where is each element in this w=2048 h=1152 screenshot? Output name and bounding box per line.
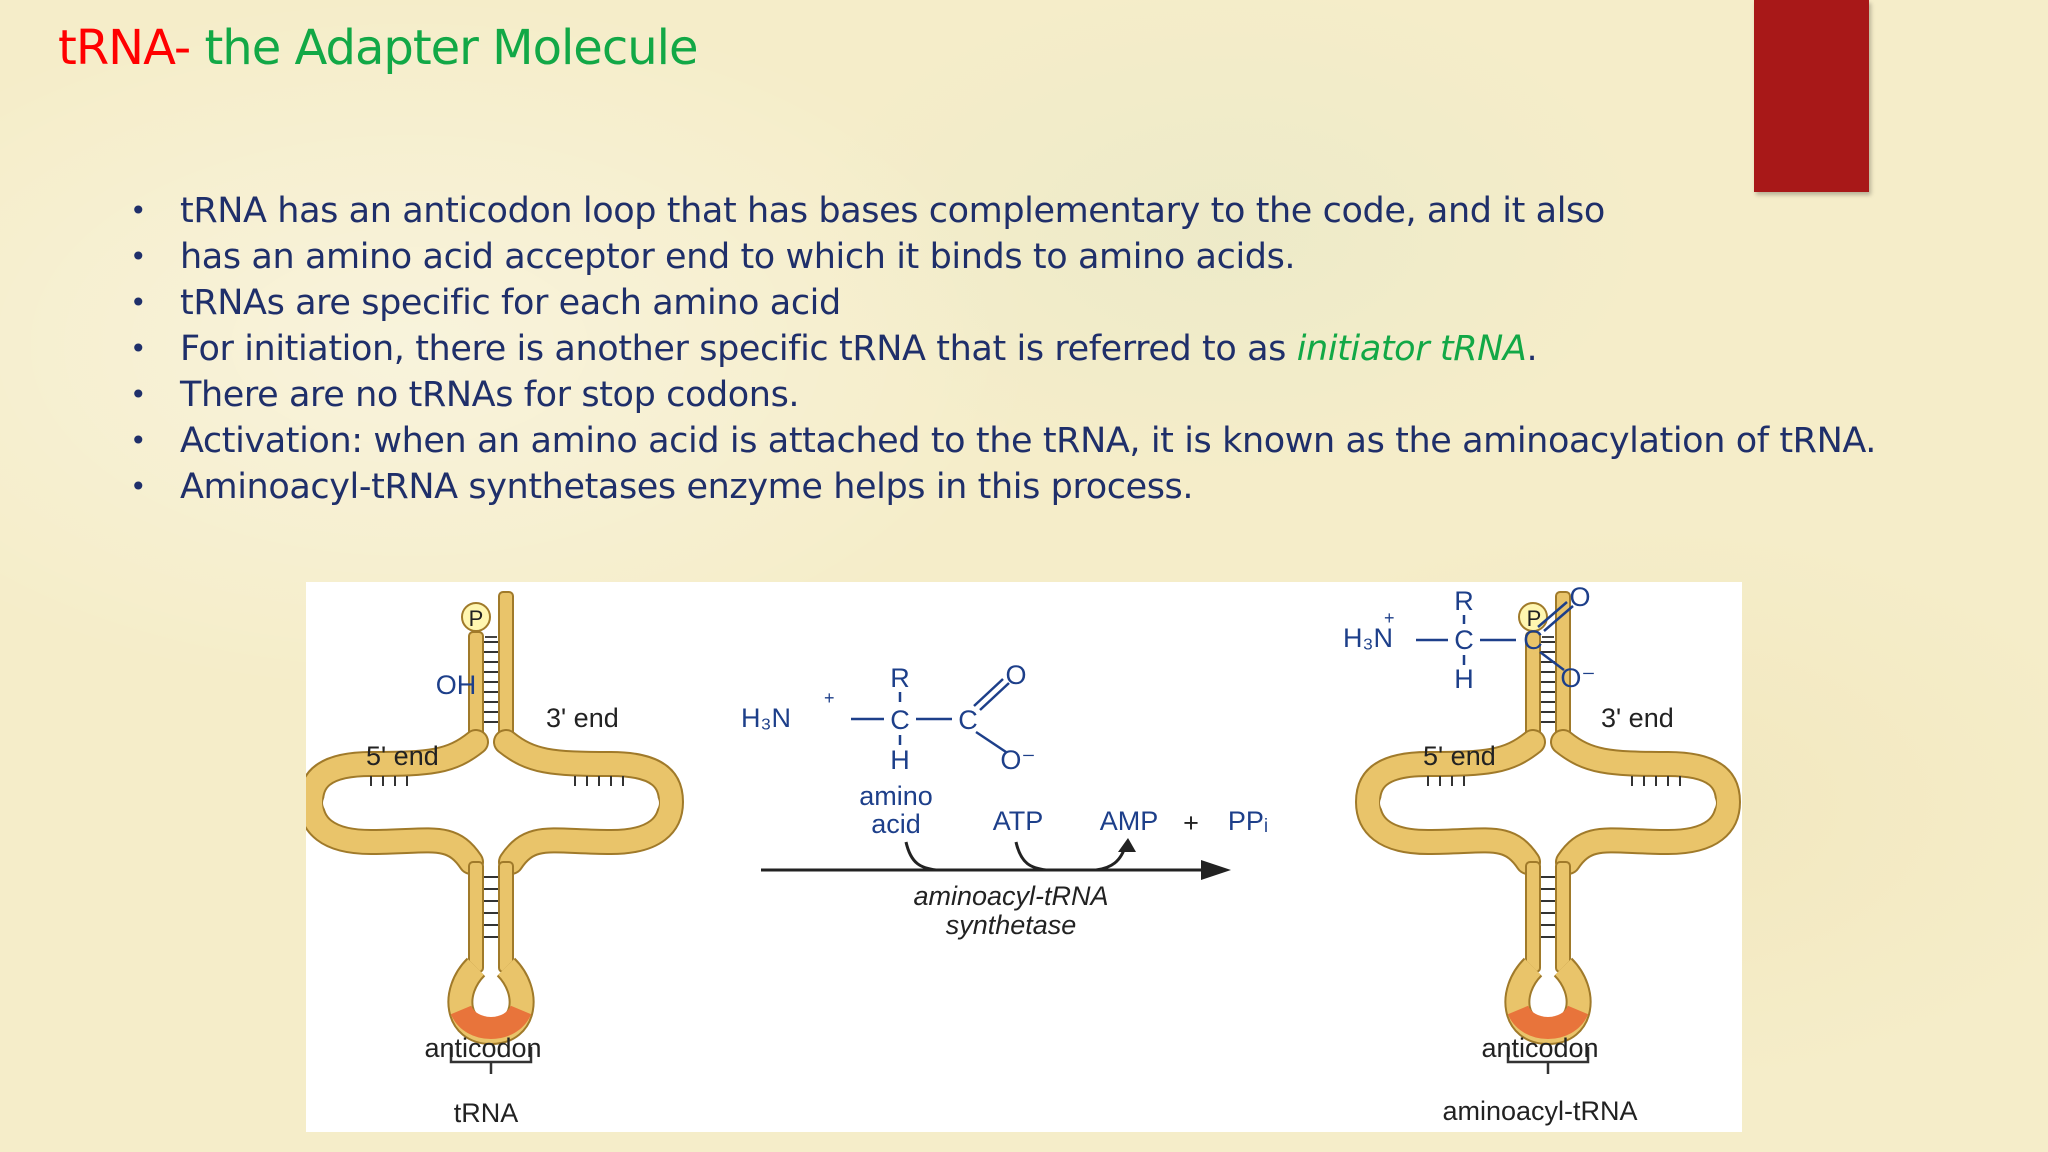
c-carboxyl-right: C [1523, 625, 1543, 655]
enzyme-line2: synthetase [946, 910, 1077, 940]
ppi-label: PPᵢ [1228, 806, 1268, 836]
bullet-text: Aminoacyl-tRNA synthetases enzyme helps … [180, 467, 1194, 507]
bullet-text: tRNAs are specific for each amino acid [180, 283, 841, 323]
initiator-trna-highlight: initiator tRNA [1296, 329, 1527, 369]
slide-title: tRNA- the Adapter Molecule [58, 20, 699, 76]
bullet-dot: • [130, 470, 147, 503]
trna-right [1368, 592, 1728, 1074]
bullet-dot: • [130, 332, 147, 365]
three-end-left: 3' end [546, 703, 619, 733]
bullet-dot: • [130, 286, 147, 319]
bullet-dot: • [130, 194, 147, 227]
bullet-text: There are no tRNAs for stop codons. [180, 375, 800, 415]
attached-amino-acid: H₃N + R C H C O O⁻ [1343, 582, 1596, 694]
enzyme-line1: aminoacyl-tRNA [913, 881, 1108, 911]
aminoacylation-diagram: OH P 3' end 5' end anticodon tRNA H₃N + … [306, 582, 1742, 1128]
aminoacyl-trna-caption: aminoacyl-tRNA [1442, 1096, 1637, 1126]
amp-arrow-head [1118, 838, 1136, 852]
plus-mid: + [824, 688, 835, 708]
p-label-right: P [1527, 606, 1542, 631]
bullet-item: • tRNA has an anticodon loop that has bas… [130, 188, 1876, 234]
r-mid: R [890, 663, 910, 693]
three-end-right: 3' end [1601, 703, 1674, 733]
bullet-item: • Activation: when an amino acid is attac… [130, 418, 1876, 464]
anticodon-right: anticodon [1481, 1033, 1598, 1063]
r-right: R [1454, 586, 1474, 616]
bullet-list: • tRNA has an anticodon loop that has bas… [130, 188, 1876, 510]
h-mid: H [890, 745, 910, 775]
red-tab-decoration [1754, 0, 1869, 192]
title-trna: tRNA- [58, 20, 191, 76]
o-mid: O [1005, 660, 1026, 690]
plus-sign: + [1183, 808, 1199, 838]
bullet-item: • There are no tRNAs for stop codons. [130, 372, 1876, 418]
c-alpha-mid: C [890, 705, 910, 735]
o-minus-mid: O⁻ [1000, 745, 1035, 775]
bullet-item: • tRNAs are specific for each amino acid [130, 280, 1876, 326]
bullet-item: • Aminoacyl-tRNA synthetases enzyme helps… [130, 464, 1876, 510]
reaction-arrow [761, 841, 1206, 872]
acid-label: acid [871, 809, 921, 839]
bullet-dot: • [130, 424, 147, 457]
trna-caption: tRNA [454, 1098, 519, 1128]
o-right: O [1569, 582, 1590, 612]
atp-label: ATP [993, 806, 1044, 836]
amp-label: AMP [1100, 806, 1159, 836]
amino-acid-structure: H₃N + R C H C O O⁻ amino acid ATP AMP + … [741, 660, 1268, 839]
oh-label: OH [436, 670, 477, 700]
c-alpha-right: C [1454, 625, 1474, 655]
amino-label: amino [859, 781, 933, 811]
bullet-item: • has an amino acid acceptor end to whic… [130, 234, 1876, 280]
h3n-mid: H₃N [741, 703, 791, 733]
bullet-period: . [1526, 329, 1538, 369]
o-minus-right: O⁻ [1560, 663, 1595, 693]
bullet-text: tRNA has an anticodon loop that has base… [180, 191, 1605, 231]
bullet-dot: • [130, 378, 147, 411]
bullet-text: Activation: when an amino acid is attach… [180, 421, 1877, 461]
bullet-text: For initiation, there is another specifi… [180, 329, 1297, 369]
aminoacylation-figure: OH P 3' end 5' end anticodon tRNA H₃N + … [306, 582, 1742, 1132]
bullet-item: • For initiation, there is another specif… [130, 326, 1876, 372]
trna-left [311, 592, 671, 1074]
five-end-right: 5' end [1423, 741, 1496, 771]
bullet-text: has an amino acid acceptor end to which … [180, 237, 1296, 277]
arrow-head [1201, 860, 1231, 880]
c-carboxyl-mid: C [958, 705, 978, 735]
bullet-dot: • [130, 240, 147, 273]
plus-right: + [1384, 608, 1395, 628]
anticodon-left: anticodon [424, 1033, 541, 1063]
five-end-left: 5' end [366, 741, 439, 771]
h3n-right: H₃N [1343, 623, 1393, 653]
p-label-left: P [469, 606, 484, 631]
h-right: H [1454, 664, 1474, 694]
title-adapter: the Adapter Molecule [190, 20, 698, 76]
